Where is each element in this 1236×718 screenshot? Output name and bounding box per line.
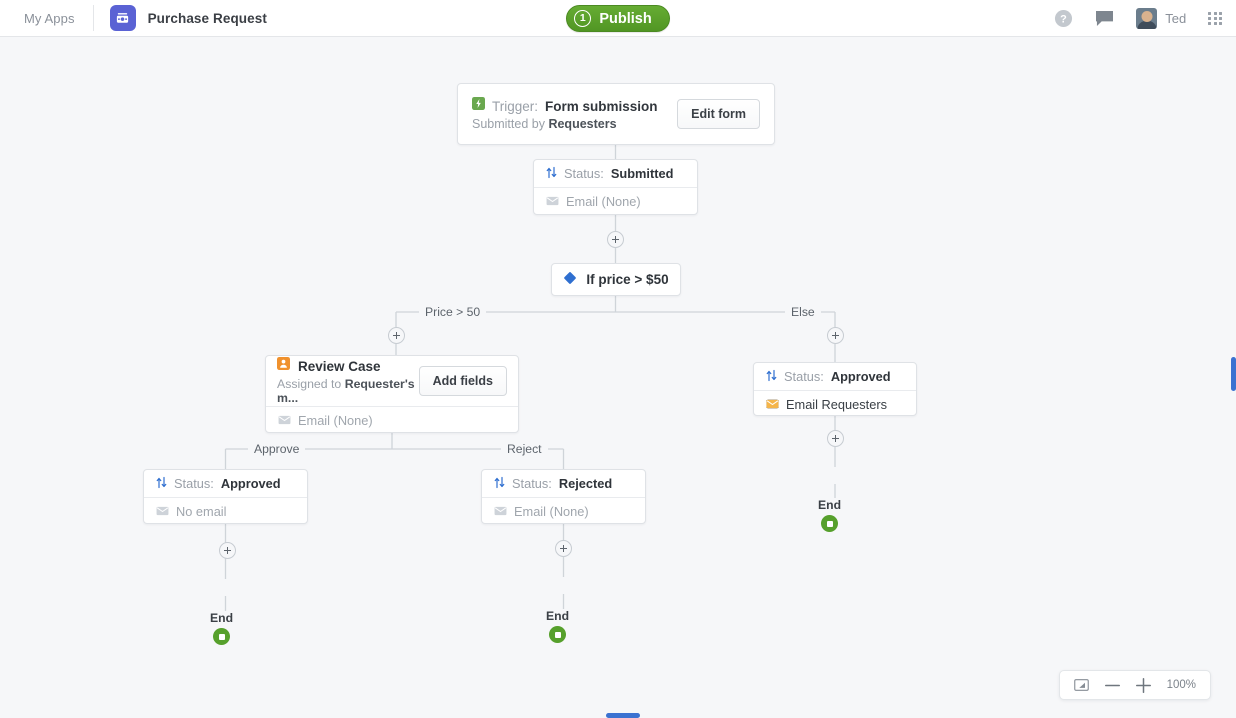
review-case-assigned-value: Requester's m... (277, 377, 415, 405)
add-step-button-price-branch[interactable] (388, 327, 405, 344)
status-rejected-node[interactable]: Status: Rejected Email (None) (481, 469, 646, 524)
fit-to-screen-icon[interactable] (1073, 679, 1089, 691)
publish-label: Publish (599, 10, 652, 27)
envelope-icon (546, 194, 559, 209)
top-bar-left: My Apps Purchase Request (0, 0, 267, 36)
status-arrows-icon (494, 476, 505, 492)
status-submitted-email-text: Email (None) (566, 193, 641, 209)
status-approved-else-row: Status: Approved (754, 363, 916, 390)
top-bar: My Apps Purchase Request 1 Publish (0, 0, 1236, 37)
app-chip[interactable]: Purchase Request (94, 5, 267, 31)
user-name: Ted (1165, 11, 1187, 26)
status-arrows-icon (766, 369, 777, 385)
add-step-button-else-branch[interactable] (827, 327, 844, 344)
review-case-email-row: Email (None) (266, 406, 518, 433)
status-rejected-email-row: Email (None) (482, 497, 645, 524)
status-approved-email-row: No email (144, 497, 307, 524)
status-approved-email-text: No email (176, 503, 227, 519)
status-approved-else-label: Status: (784, 369, 824, 384)
zoom-out-button[interactable] (1104, 684, 1120, 687)
add-step-button-after-submitted[interactable] (607, 231, 624, 248)
trigger-label: Trigger: (492, 98, 539, 114)
review-case-assigned-prefix: Assigned to (277, 377, 342, 391)
status-approved-else-email-row: Email Requesters (754, 390, 916, 417)
status-rejected-value: Rejected (558, 476, 613, 491)
person-task-icon (277, 357, 290, 375)
end-marker-approve: End (210, 611, 233, 645)
review-case-node[interactable]: Review Case Assigned to Requester's m...… (265, 355, 519, 433)
add-fields-button[interactable]: Add fields (418, 366, 507, 396)
add-step-button-approve-branch[interactable] (219, 542, 236, 559)
svg-text:?: ? (1060, 14, 1067, 26)
condition-label: If price > $50 (586, 272, 669, 287)
user-menu[interactable]: Ted (1136, 8, 1186, 29)
trigger-subtitle-value: Requesters (548, 117, 617, 131)
publish-count-badge: 1 (574, 10, 592, 27)
end-marker-reject: End (546, 609, 569, 643)
add-step-button-reject-branch[interactable] (555, 540, 572, 557)
status-submitted-label: Status: (564, 166, 604, 181)
zoom-in-button[interactable] (1135, 677, 1151, 693)
status-submitted-node[interactable]: Status: Submitted Email (None) (533, 159, 698, 215)
status-approved-row: Status: Approved (144, 470, 307, 497)
status-approved-else-value: Approved (830, 369, 891, 384)
envelope-icon (156, 504, 169, 519)
status-approved-label: Status: (174, 476, 214, 491)
status-approved-value: Approved (220, 476, 281, 491)
status-submitted-row: Status: Submitted (534, 160, 697, 187)
envelope-icon (494, 504, 507, 519)
horizontal-scrollbar-thumb[interactable] (606, 713, 640, 718)
zoom-control: 100% (1058, 670, 1211, 700)
status-arrows-icon (156, 476, 167, 492)
stop-square-icon (549, 626, 567, 643)
lightning-bolt-icon (472, 97, 485, 115)
condition-node[interactable]: If price > $50 (551, 263, 681, 296)
status-arrows-icon (546, 166, 557, 182)
status-approved-node[interactable]: Status: Approved No email (143, 469, 308, 524)
branch-label-reject: Reject (501, 442, 548, 456)
review-case-assigned: Assigned to Requester's m... (277, 377, 419, 405)
diamond-icon (563, 271, 577, 288)
trigger-subtitle-prefix: Submitted by (472, 117, 545, 131)
status-approved-else-email-text: Email Requesters (786, 396, 887, 412)
trigger-subtitle: Submitted by Requesters (472, 117, 658, 131)
status-rejected-label: Status: (512, 476, 552, 491)
status-approved-else-node[interactable]: Status: Approved Email Requesters (753, 362, 917, 416)
app-title: Purchase Request (147, 10, 267, 26)
publish-button[interactable]: 1 Publish (566, 5, 670, 32)
top-bar-right: ? Ted (1054, 0, 1222, 37)
branch-label-else: Else (785, 305, 821, 319)
status-submitted-value: Submitted (610, 166, 674, 181)
header-divider (92, 5, 94, 31)
end-label: End (818, 498, 842, 512)
user-avatar (1136, 8, 1158, 29)
add-step-button-else-end[interactable] (827, 430, 844, 447)
end-label: End (546, 609, 570, 623)
review-case-title: Review Case (298, 358, 381, 374)
zoom-percent: 100% (1166, 679, 1196, 691)
help-circle-icon[interactable]: ? (1054, 9, 1073, 28)
trigger-node[interactable]: Trigger: Form submission Submitted by Re… (457, 83, 775, 145)
envelope-icon (278, 413, 291, 428)
chat-bubble-icon[interactable] (1095, 10, 1114, 27)
end-label: End (210, 611, 234, 625)
review-case-email-text: Email (None) (298, 412, 373, 428)
status-submitted-email-row: Email (None) (534, 187, 697, 214)
status-rejected-email-text: Email (None) (514, 503, 589, 519)
vertical-scrollbar-thumb[interactable] (1231, 357, 1236, 391)
branch-label-price: Price > 50 (419, 305, 487, 319)
envelope-filled-icon (766, 397, 779, 412)
cash-app-icon (109, 5, 136, 31)
publish-area: 1 Publish (0, 0, 1236, 37)
branch-label-approve: Approve (248, 442, 306, 456)
edit-form-button[interactable]: Edit form (677, 99, 760, 129)
status-rejected-row: Status: Rejected (482, 470, 645, 497)
stop-square-icon (821, 515, 839, 532)
stop-square-icon (213, 628, 231, 645)
apps-grid-icon[interactable] (1208, 11, 1222, 26)
trigger-value: Form submission (545, 98, 658, 114)
workflow-canvas[interactable]: Price > 50 Else Approve Reject Trigger: … (0, 37, 1236, 718)
my-apps-link[interactable]: My Apps (24, 10, 75, 26)
end-marker-else: End (818, 498, 841, 532)
